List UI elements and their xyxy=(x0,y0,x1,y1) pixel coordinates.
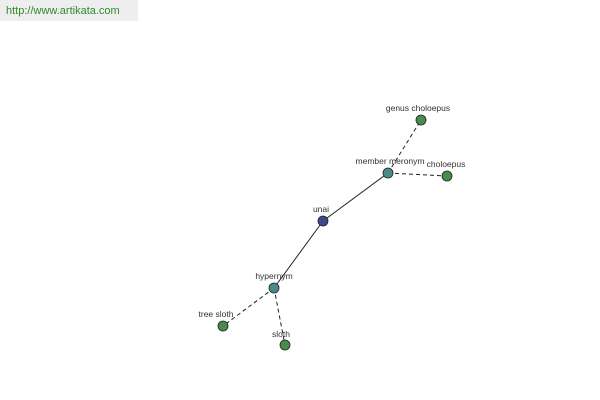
edge-unai-hypernym xyxy=(273,220,324,289)
node-unai[interactable]: unai xyxy=(313,204,329,227)
edge-member-meronym-choloepus xyxy=(387,172,448,177)
node-tree-sloth[interactable]: tree sloth xyxy=(199,309,234,332)
node-genus-choloepus-circle[interactable] xyxy=(415,114,427,126)
edge-unai-member-meronym xyxy=(322,172,389,222)
url-banner: http://www.artikata.com xyxy=(0,0,138,21)
node-tree-sloth-circle[interactable] xyxy=(217,320,229,332)
node-member-meronym-label: member meronym xyxy=(356,156,425,166)
node-unai-circle[interactable] xyxy=(317,215,329,227)
node-hypernym-circle[interactable] xyxy=(268,282,280,294)
node-genus-choloepus[interactable]: genus choloepus xyxy=(386,103,450,126)
edge-hypernym-sloth xyxy=(273,287,286,346)
node-choloepus[interactable]: choloepus xyxy=(427,159,466,182)
node-choloepus-circle[interactable] xyxy=(441,170,453,182)
node-hypernym[interactable]: hypernym xyxy=(255,271,293,294)
site-url-link[interactable]: http://www.artikata.com xyxy=(6,4,120,17)
node-choloepus-label: choloepus xyxy=(427,159,466,169)
node-hypernym-label: hypernym xyxy=(255,271,292,281)
node-member-meronym-circle[interactable] xyxy=(382,167,394,179)
node-sloth-circle[interactable] xyxy=(279,339,291,351)
node-sloth[interactable]: sloth xyxy=(272,329,291,351)
edge-member-meronym-genus-choloepus xyxy=(387,119,422,174)
node-sloth-label: sloth xyxy=(272,329,290,339)
node-tree-sloth-label: tree sloth xyxy=(199,309,234,319)
node-unai-label: unai xyxy=(313,204,329,214)
node-genus-choloepus-label: genus choloepus xyxy=(386,103,450,113)
edge-hypernym-tree-sloth xyxy=(222,287,275,327)
node-member-meronym[interactable]: member meronym xyxy=(356,156,425,179)
